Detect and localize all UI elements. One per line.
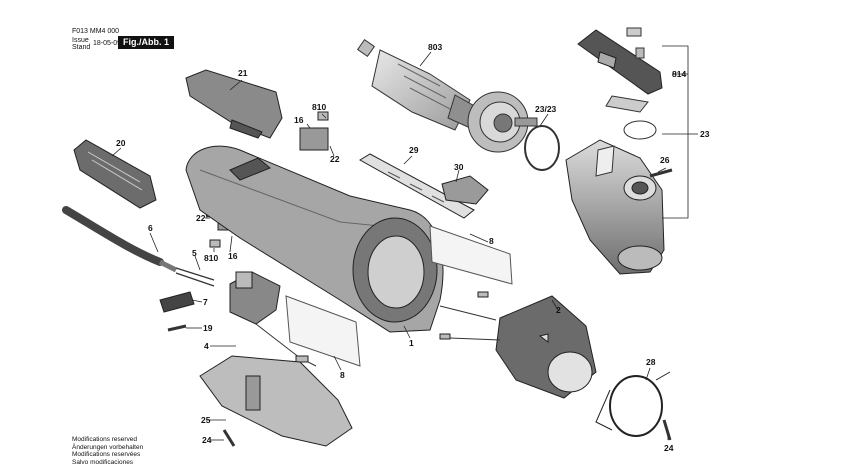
callout-24-right: 24 bbox=[664, 443, 674, 453]
screw-19 bbox=[167, 324, 187, 332]
field-coil-part bbox=[439, 291, 597, 399]
note-line: Salvo modificaciones bbox=[72, 458, 134, 466]
figure-label: Fig./Abb. 1 bbox=[118, 36, 174, 49]
callout-8-right: 8 bbox=[489, 236, 494, 246]
switch-16-top bbox=[299, 127, 329, 151]
issue-date: 18-05-09 bbox=[93, 40, 122, 47]
callout-28: 28 bbox=[646, 357, 656, 367]
insulation-8-left bbox=[285, 295, 361, 367]
callout-5: 5 bbox=[192, 248, 197, 258]
callout-26: 26 bbox=[660, 155, 670, 165]
callout-16-top: 16 bbox=[294, 115, 304, 125]
callout-20: 20 bbox=[116, 138, 126, 148]
clamp-lever-part bbox=[577, 27, 663, 140]
callout-24-left: 24 bbox=[202, 435, 212, 445]
leader-lines bbox=[111, 45, 698, 441]
callout-23: 23 bbox=[700, 129, 710, 139]
callout-8-left: 8 bbox=[340, 370, 345, 380]
callout-4: 4 bbox=[204, 341, 209, 351]
callout-21: 21 bbox=[238, 68, 248, 78]
callout-29: 29 bbox=[409, 145, 419, 155]
adapter-ring-part bbox=[595, 371, 671, 437]
callout-22-left: 22 bbox=[196, 213, 206, 223]
mains-cable-part bbox=[62, 206, 215, 287]
switch-slider-part bbox=[359, 153, 475, 219]
doc-code: F013 MM4 000 bbox=[72, 28, 120, 35]
callout-810-left: 810 bbox=[204, 253, 218, 263]
callout-814: 814 bbox=[672, 69, 686, 79]
callout-6: 6 bbox=[148, 223, 153, 233]
gear-head-part bbox=[565, 139, 665, 275]
callout-1: 1 bbox=[409, 338, 414, 348]
base-plate-part bbox=[199, 355, 353, 447]
cable-clamp-part bbox=[159, 291, 195, 313]
screw-26 bbox=[649, 168, 673, 178]
electronics-part bbox=[229, 271, 317, 367]
callout-25: 25 bbox=[201, 415, 211, 425]
callout-23-23: 23/23 bbox=[535, 104, 557, 114]
callout-2: 2 bbox=[556, 305, 561, 315]
callout-7: 7 bbox=[203, 297, 208, 307]
callout-16-left: 16 bbox=[228, 251, 238, 261]
note-line: Modifications reserved bbox=[72, 436, 138, 443]
stand-label: Stand bbox=[72, 44, 91, 51]
modification-notes: Modifications reserved Änderungen vorbeh… bbox=[72, 436, 143, 466]
note-line: Modifications reservées bbox=[72, 451, 141, 459]
armature-part bbox=[356, 38, 538, 153]
switch-knob-part bbox=[441, 175, 489, 205]
motor-housing-part bbox=[185, 145, 444, 333]
screw-24-right bbox=[662, 419, 672, 441]
callout-30: 30 bbox=[454, 162, 464, 172]
callout-19: 19 bbox=[203, 323, 213, 333]
callout-803: 803 bbox=[428, 42, 442, 52]
callout-810-top: 810 bbox=[312, 102, 326, 112]
callout-22-top: 22 bbox=[330, 154, 340, 164]
issue-label: Issue bbox=[72, 37, 89, 44]
insulation-8-right bbox=[429, 225, 513, 285]
screw-24-left bbox=[222, 429, 236, 447]
note-line: Änderungen vorbehalten bbox=[72, 443, 144, 451]
top-cover-part bbox=[185, 69, 283, 139]
o-ring-part bbox=[524, 125, 560, 171]
